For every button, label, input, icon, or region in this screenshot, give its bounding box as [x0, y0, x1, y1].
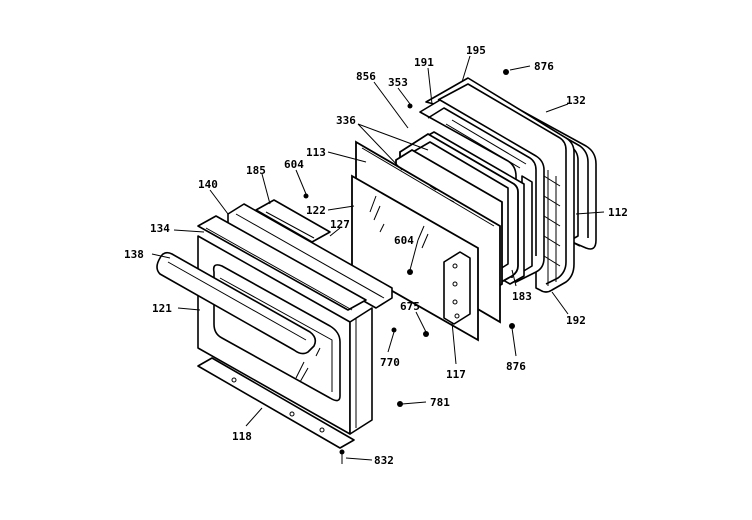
callout-195: 195 [466, 44, 486, 57]
callout-183: 183 [512, 290, 532, 303]
callout-113: 113 [306, 146, 326, 159]
door-handle-138 [156, 251, 317, 355]
callout-127: 127 [330, 218, 350, 231]
screw-876-bot [509, 323, 515, 329]
callout-132: 132 [566, 94, 586, 107]
callout-191: 191 [414, 56, 434, 69]
callout-112: 112 [608, 206, 628, 219]
callout-336: 336 [336, 114, 356, 127]
bottom-trim-118 [197, 357, 355, 449]
screw-604-b [407, 269, 413, 275]
callout-138: 138 [124, 248, 144, 261]
callout-876-top: 876 [534, 60, 554, 73]
screw-353 [407, 103, 413, 109]
callout-140: 140 [198, 178, 218, 191]
callout-832: 832 [374, 454, 394, 467]
callout-604-b: 604 [394, 234, 414, 247]
callout-117: 117 [446, 368, 466, 381]
callout-781: 781 [430, 396, 450, 409]
callout-604-a: 604 [284, 158, 304, 171]
callout-353: 353 [388, 76, 408, 89]
screw-675 [423, 331, 429, 337]
callout-134: 134 [150, 222, 170, 235]
callout-118: 118 [232, 430, 252, 443]
callout-121: 121 [152, 302, 172, 315]
screw-770 [391, 327, 397, 333]
screw-876-top [503, 69, 509, 75]
screw-781 [397, 401, 403, 407]
callout-675: 675 [400, 300, 420, 313]
callout-876-bot: 876 [506, 360, 526, 373]
callout-856: 856 [356, 70, 376, 83]
callout-185: 185 [246, 164, 266, 177]
callout-770: 770 [380, 356, 400, 369]
screw-markers [303, 69, 515, 455]
callout-122: 122 [306, 204, 326, 217]
screw-604-a [303, 193, 309, 199]
leader-lines [151, 55, 605, 464]
callout-192: 192 [566, 314, 586, 327]
callout-labels: 195 876 191 856 353 132 336 113 604 185 … [124, 44, 628, 467]
hinge-bracket-117 [443, 251, 471, 325]
